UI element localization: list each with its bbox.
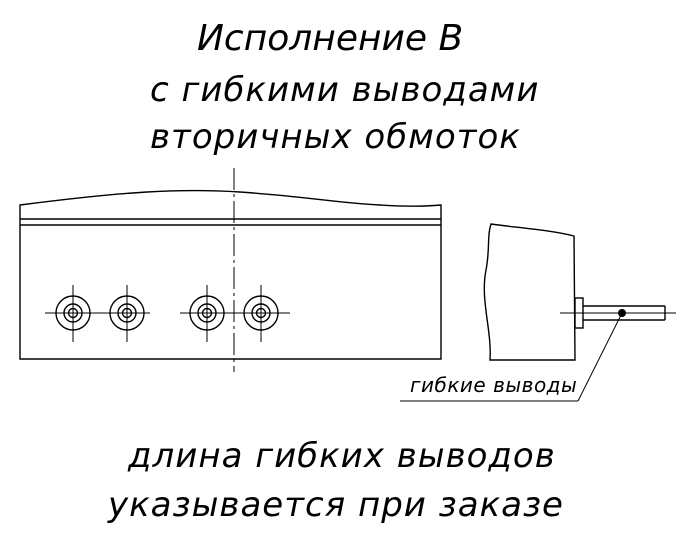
terminal-4 <box>243 285 279 342</box>
heading-title: Исполнение В <box>197 18 463 59</box>
front-view-outline <box>19 189 442 360</box>
terminal-1 <box>55 285 91 342</box>
callout-label: гибкие выводы <box>410 373 577 397</box>
callout: гибкие выводы <box>400 312 623 402</box>
side-view-outline <box>483 223 576 361</box>
callout-leader <box>577 312 623 402</box>
side-view <box>483 223 676 361</box>
footer-line2: указывается при заказе <box>107 485 564 525</box>
terminal-2 <box>109 285 145 342</box>
footer-line1: длина гибких выводов <box>127 436 556 476</box>
heading-subtitle-line2: вторичных обмоток <box>150 117 521 157</box>
front-view <box>19 168 442 372</box>
terminal-3 <box>189 285 225 342</box>
heading-subtitle-line1: с гибкими выводами <box>150 70 539 110</box>
